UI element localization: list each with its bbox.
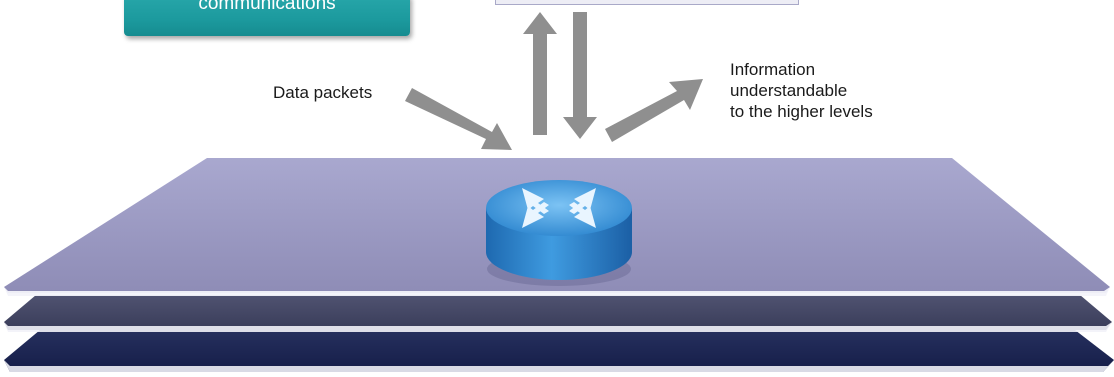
middle-layer-plane bbox=[4, 295, 1112, 332]
router-icon bbox=[486, 180, 632, 286]
information-label-line-3: to the higher levels bbox=[730, 102, 873, 121]
arrow-down bbox=[563, 12, 597, 139]
arrow-up bbox=[523, 12, 557, 135]
arrow-information-out bbox=[605, 79, 703, 142]
data-packets-label: Data packets bbox=[273, 83, 373, 102]
communications-label: communications bbox=[198, 0, 336, 14]
information-label-line-2: understandable bbox=[730, 81, 848, 100]
information-label: Information understandable to the higher… bbox=[730, 59, 873, 122]
information-label-line-1: Information bbox=[730, 60, 816, 79]
communications-box: communications bbox=[124, 0, 410, 36]
arrow-data-packets-in bbox=[405, 88, 512, 150]
upper-layer-box bbox=[495, 0, 799, 5]
bottom-layer-plane bbox=[4, 330, 1114, 372]
